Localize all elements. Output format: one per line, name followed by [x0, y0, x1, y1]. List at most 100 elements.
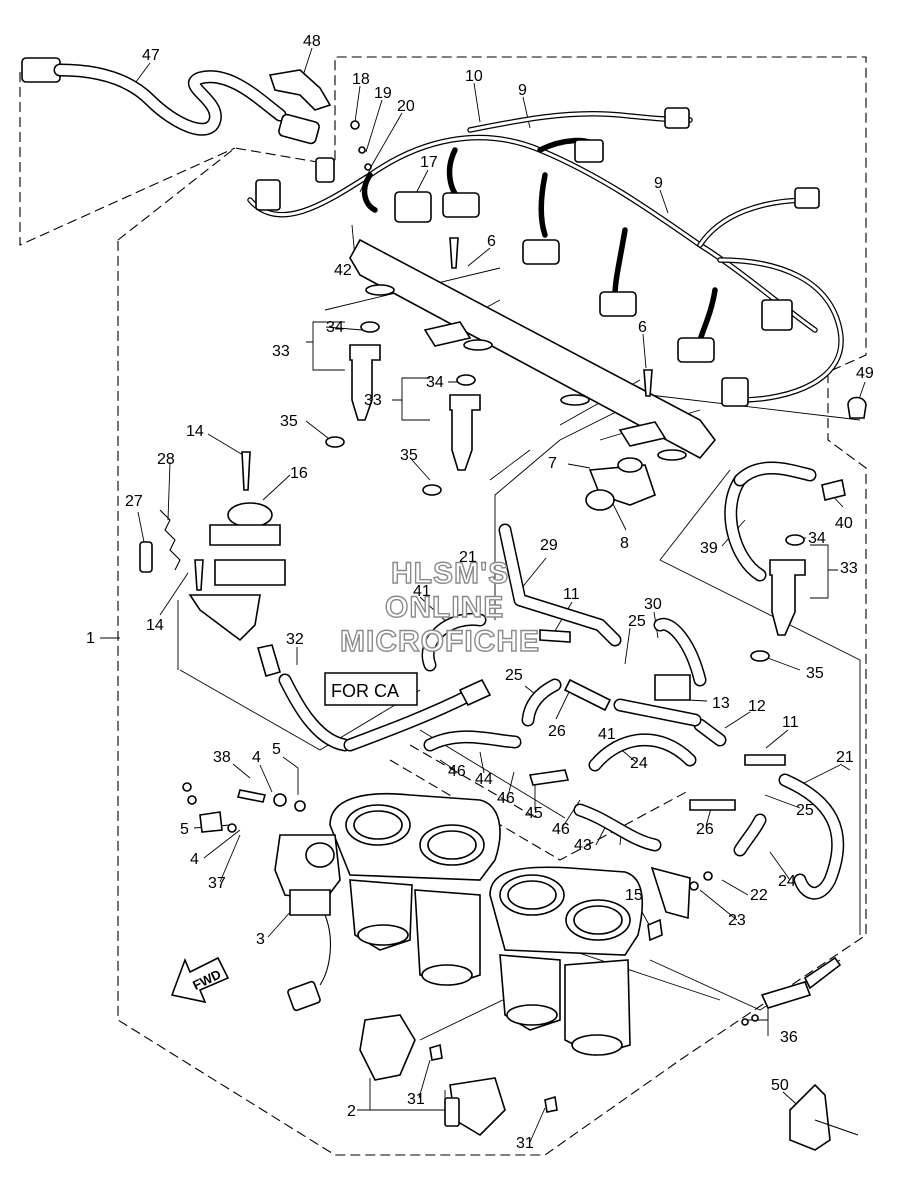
callout: 34 — [808, 530, 826, 547]
callout: 22 — [750, 887, 768, 904]
callout: 20 — [397, 98, 415, 115]
callout: 38 — [213, 749, 231, 766]
callout: 26 — [548, 723, 566, 740]
harness-connector — [255, 179, 281, 211]
callout: 33 — [272, 343, 290, 360]
fasteners — [182, 120, 867, 1151]
callout: 25 — [505, 667, 523, 684]
callout: 50 — [771, 1077, 789, 1094]
callout: 31 — [407, 1091, 425, 1108]
callout: 24 — [630, 755, 648, 772]
callout: 3 — [256, 931, 265, 948]
injector-connector — [599, 291, 637, 317]
callout: 8 — [620, 535, 629, 552]
callout: 46 — [497, 790, 515, 807]
harness-connector — [664, 107, 690, 129]
callout: 5 — [180, 821, 189, 838]
pressure-regulator — [585, 457, 656, 511]
harness-connector — [761, 299, 793, 331]
callout: 32 — [286, 631, 304, 648]
callout: 7 — [548, 455, 557, 472]
callout: 44 — [475, 771, 493, 788]
callout: 29 — [540, 537, 558, 554]
callout: 21 — [459, 549, 477, 566]
callout: 15 — [625, 887, 643, 904]
callout: 11 — [782, 714, 799, 731]
callout: 9 — [518, 82, 527, 99]
callout: 13 — [712, 695, 730, 712]
callout: 41 — [598, 726, 616, 743]
callout: 1 — [86, 630, 95, 647]
callout-numbers: 47 48 18 19 20 10 9 17 9 42 6 34 33 35 3… — [86, 33, 874, 1152]
injector-connector — [442, 192, 480, 218]
callout: 48 — [303, 33, 321, 50]
callout: 24 — [778, 873, 796, 890]
callout: 25 — [628, 613, 646, 630]
watermark: HLSM'S ONLINE MICROFICHE — [339, 556, 540, 658]
callout: 14 — [186, 423, 204, 440]
watermark-line-1: HLSM'S — [391, 557, 509, 590]
idle-speed-valve — [139, 502, 286, 642]
watermark-line-2: ONLINE — [385, 591, 504, 624]
callout: 42 — [334, 262, 352, 279]
throttle-position-sensor — [359, 1014, 506, 1137]
callout: 26 — [696, 821, 714, 838]
cable-assembly — [21, 57, 332, 145]
callout: 16 — [290, 465, 308, 482]
callout: 12 — [748, 698, 766, 715]
injector-connector — [677, 337, 715, 363]
for-ca-box: FOR CA — [324, 672, 418, 706]
callout: 17 — [420, 154, 438, 171]
fuel-rail — [349, 238, 717, 461]
callout: 46 — [448, 763, 466, 780]
callout: 25 — [796, 802, 814, 819]
hoses — [278, 461, 845, 900]
fwd-arrow: FWD — [170, 956, 230, 1004]
throttle-bodies — [274, 792, 643, 1056]
callout: 18 — [352, 71, 370, 88]
callout: 34 — [426, 374, 444, 391]
callout: 36 — [780, 1029, 798, 1046]
callout: 11 — [563, 586, 580, 603]
callout: 4 — [252, 749, 261, 766]
callout: 43 — [574, 837, 592, 854]
callout: 9 — [654, 175, 663, 192]
callout: 23 — [728, 912, 746, 929]
callout: 45 — [525, 805, 543, 822]
callout: 14 — [146, 617, 164, 634]
callout: 47 — [142, 47, 160, 64]
callout: 28 — [157, 451, 175, 468]
wiring-harness-illustration — [247, 107, 844, 407]
for-ca-label: FOR CA — [331, 681, 399, 701]
callout: 40 — [835, 515, 853, 532]
callout: 6 — [487, 233, 496, 250]
injector-connector — [522, 239, 560, 265]
callout: 30 — [644, 596, 662, 613]
callout: 35 — [806, 665, 824, 682]
callout: 35 — [280, 413, 298, 430]
callout: 49 — [856, 365, 874, 382]
harness-connector — [315, 157, 335, 183]
watermark-line-3: MICROFICHE — [340, 625, 540, 658]
callout: 39 — [700, 540, 718, 557]
callout: 33 — [840, 560, 858, 577]
callout: 4 — [190, 851, 199, 868]
harness-connector — [721, 377, 749, 407]
callout: 37 — [208, 875, 226, 892]
callout: 31 — [516, 1135, 534, 1152]
harness-connector — [794, 187, 820, 209]
callout: 34 — [326, 319, 344, 336]
callout: 46 — [552, 821, 570, 838]
callout: 35 — [400, 447, 418, 464]
callout: 10 — [465, 68, 483, 85]
callout: 19 — [374, 85, 392, 102]
callout: 5 — [272, 741, 281, 758]
fuel-injectors — [325, 321, 806, 662]
assembly-boundaries — [19, 56, 867, 1156]
callout: 2 — [347, 1103, 356, 1120]
callout: 27 — [125, 493, 143, 510]
callout: 21 — [836, 749, 854, 766]
callout: 41 — [413, 583, 431, 600]
callout: 6 — [638, 319, 647, 336]
